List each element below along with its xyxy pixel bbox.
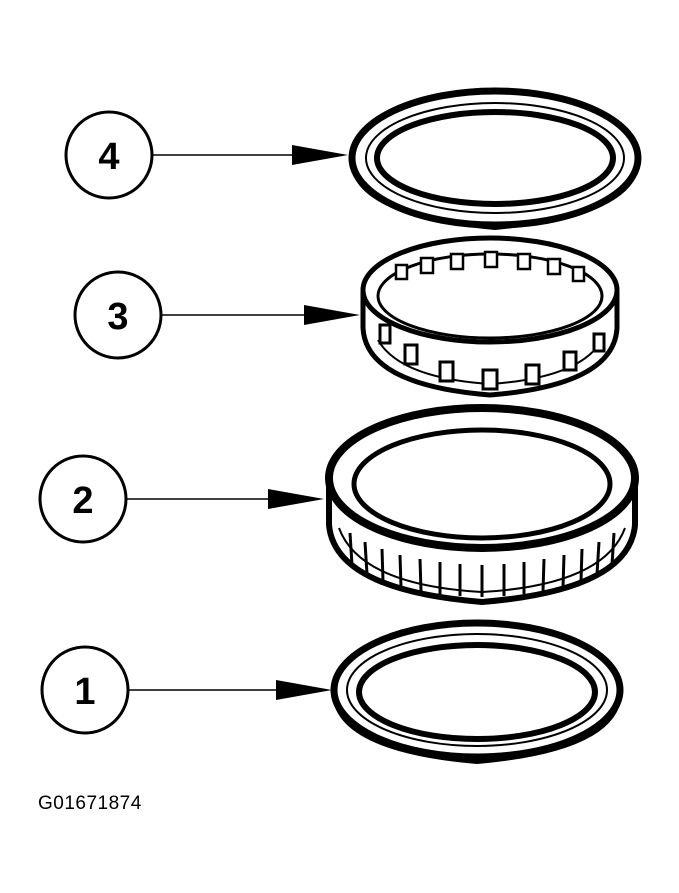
- callout-circle: [40, 645, 130, 735]
- roller-slots-back: [394, 250, 586, 283]
- callout-label: 3: [107, 296, 128, 338]
- figure-id: G01671874: [38, 793, 142, 814]
- callout-label: 2: [72, 480, 93, 522]
- callout-circle: [38, 454, 128, 544]
- roller-bearing-part-3: [360, 235, 620, 398]
- leader-arrow-4: [153, 145, 348, 165]
- callout-4: 4: [64, 110, 154, 200]
- callout-1: 1: [40, 645, 130, 735]
- bearing-race-part-2: [325, 404, 639, 606]
- callout-label: 4: [98, 136, 119, 178]
- callout-circle: [73, 270, 163, 360]
- race-knurling: [348, 532, 616, 597]
- callout-3: 3: [73, 270, 163, 360]
- seal-ring-part-4: [348, 87, 642, 231]
- callout-label: 1: [74, 671, 95, 713]
- callout-2: 2: [38, 454, 128, 544]
- leader-arrow-2: [127, 489, 324, 509]
- roller-slots-front: [378, 323, 606, 391]
- seal-ring-part-1: [330, 619, 624, 765]
- callout-circle: [64, 110, 154, 200]
- leader-arrow-3: [162, 305, 360, 325]
- leader-arrow-1: [129, 680, 332, 700]
